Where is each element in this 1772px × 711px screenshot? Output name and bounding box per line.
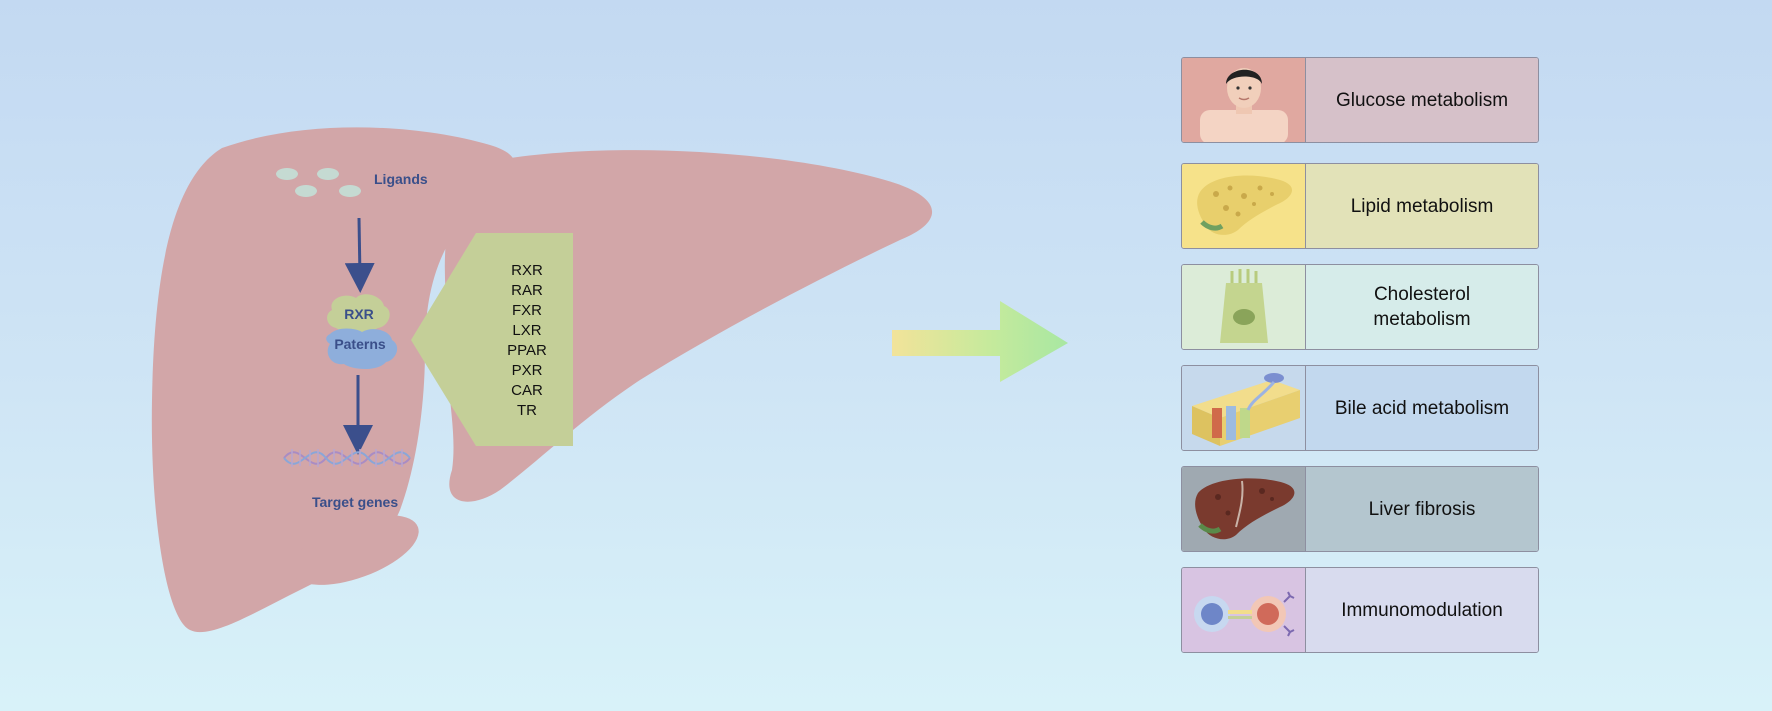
- ligand-arrow: [344, 217, 375, 293]
- receptor-item: TR: [517, 402, 537, 419]
- membrane-icon: [1182, 366, 1306, 450]
- outcome-card-cholesterol: Cholesterol metabolism: [1181, 264, 1539, 350]
- outcome-label: Immunomodulation: [1306, 568, 1538, 652]
- target-genes-label: Target genes: [312, 494, 399, 510]
- paterns-label: Paterns: [334, 336, 386, 352]
- dna-helix: [283, 449, 411, 467]
- fibrotic-liver-icon: [1182, 467, 1306, 551]
- immune-cells-icon: [1182, 568, 1306, 652]
- receptor-item: LXR: [512, 322, 542, 339]
- liver-caudate-lobe: [291, 515, 419, 585]
- cell-icon: [1182, 265, 1306, 349]
- partner-protein: [326, 328, 398, 369]
- flow-arrow: [892, 301, 1068, 382]
- outcome-card-immuno: Immunomodulation: [1181, 567, 1539, 653]
- receptor-item: FXR: [512, 302, 542, 319]
- ligands-label: Ligands: [374, 171, 428, 187]
- ligand-dot: [295, 185, 317, 197]
- outcome-label: Lipid metabolism: [1306, 164, 1538, 248]
- ligand-dot: [339, 185, 361, 197]
- person-icon: [1182, 58, 1306, 142]
- outcome-card-bile-acid: Bile acid metabolism: [1181, 365, 1539, 451]
- liver-left-lobe: [151, 127, 515, 633]
- receptor-item: PXR: [511, 362, 543, 379]
- outcome-label: Glucose metabolism: [1306, 58, 1538, 142]
- receptor-panel: [411, 233, 573, 446]
- ligand-dot: [276, 168, 298, 180]
- outcome-card-fibrosis: Liver fibrosis: [1181, 466, 1539, 552]
- ligand-dot: [317, 168, 339, 180]
- receptor-list: RXR RAR FXR LXR PPAR PXR CAR TR: [494, 261, 560, 421]
- outcome-label: Bile acid metabolism: [1306, 366, 1538, 450]
- outcome-card-glucose: Glucose metabolism: [1181, 57, 1539, 143]
- rxr-protein: [327, 294, 390, 333]
- fatty-liver-icon: [1182, 164, 1306, 248]
- outcome-label: Cholesterol metabolism: [1306, 265, 1538, 349]
- outcome-card-lipid: Lipid metabolism: [1181, 163, 1539, 249]
- receptor-item: PPAR: [507, 342, 547, 359]
- rxr-label: RXR: [344, 306, 374, 322]
- receptor-item: RAR: [511, 282, 543, 299]
- receptor-item: RXR: [511, 262, 543, 279]
- outcome-label: Liver fibrosis: [1306, 467, 1538, 551]
- receptor-item: CAR: [511, 382, 543, 399]
